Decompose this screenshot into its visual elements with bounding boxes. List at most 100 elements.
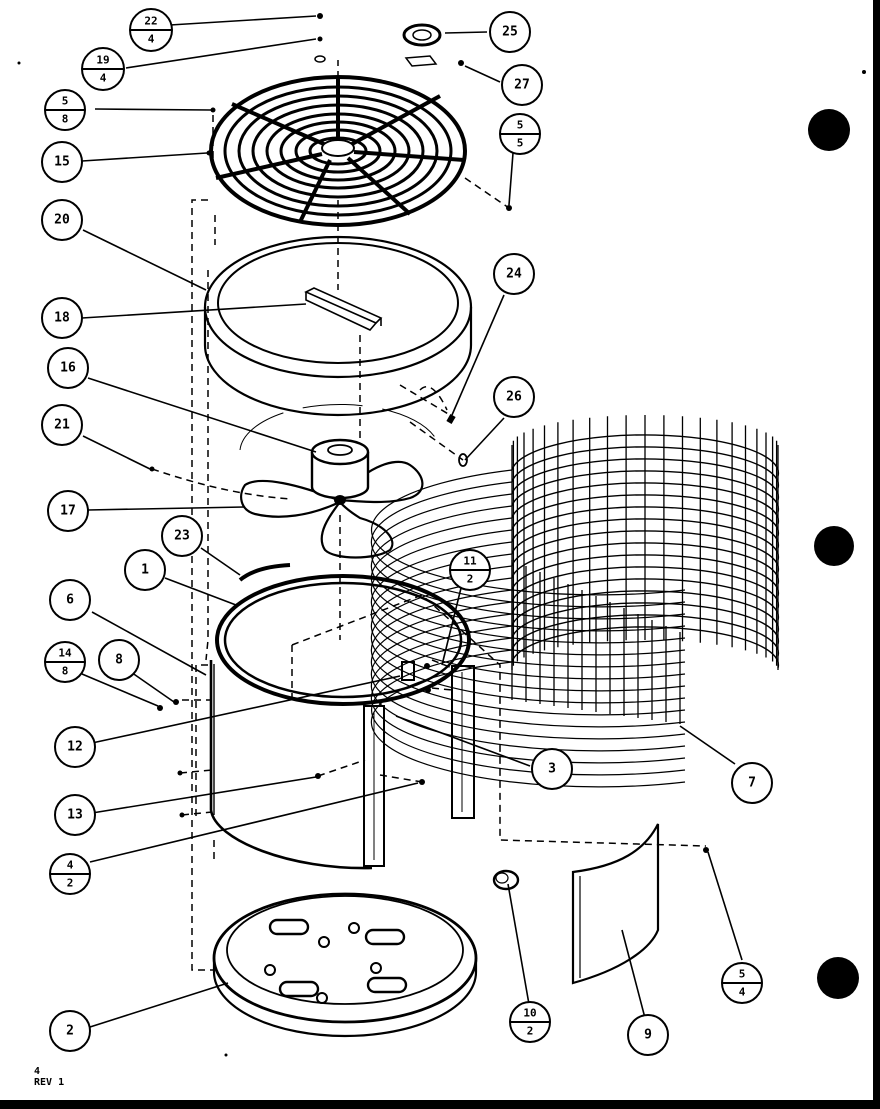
coil-fin-ring-front: [370, 517, 686, 644]
coil-fin-ring: [511, 434, 780, 477]
coil-fin-ring: [511, 542, 780, 585]
callout-18: 18: [41, 297, 83, 339]
coil-fin-ring: [511, 494, 780, 537]
callout-3: 3: [531, 748, 573, 790]
leader-lines: [81, 15, 743, 1028]
coil-fin-ring: [511, 614, 780, 657]
svg-text:3: 3: [548, 762, 556, 777]
svg-text:19: 19: [96, 54, 109, 67]
revision-label: REV 1: [34, 1077, 65, 1088]
base-pan: [212, 892, 478, 1038]
coil-fin-ring-front: [370, 565, 686, 692]
coil-fin-ring-front: [370, 529, 686, 656]
svg-text:8: 8: [62, 113, 69, 126]
svg-text:4: 4: [100, 72, 107, 85]
plug-part-10: [492, 869, 520, 891]
page-number: 4: [34, 1066, 41, 1077]
callout-11-over-2: 11 2: [449, 549, 491, 591]
coil-fin-ring: [511, 590, 780, 633]
motor-bracket: [304, 287, 383, 331]
svg-text:8: 8: [62, 665, 69, 678]
svg-text:25: 25: [502, 25, 518, 40]
callout-9: 9: [627, 1014, 669, 1056]
svg-text:14: 14: [58, 647, 72, 660]
coil-fin-ring: [511, 518, 780, 561]
svg-text:26: 26: [506, 390, 522, 405]
coil-fin-ring: [511, 554, 780, 597]
svg-text:12: 12: [67, 740, 83, 755]
cabinet-top-ring: [215, 563, 471, 706]
callout-27: 27: [501, 64, 543, 106]
callout-24: 24: [493, 253, 535, 295]
coil-fin-ring-front: [370, 553, 686, 680]
coil-fin-ring-front: [370, 481, 686, 608]
callout-12: 12: [54, 726, 96, 768]
callout-2: 2: [49, 1010, 91, 1052]
coil-fin-ring-front: [370, 589, 686, 716]
svg-text:4: 4: [739, 986, 746, 999]
svg-text:2: 2: [467, 573, 474, 586]
access-panel: [571, 823, 660, 985]
coil-fin-ring-front: [370, 505, 686, 632]
callout-23: 23: [161, 515, 203, 557]
binder-hole-top: [808, 109, 850, 151]
svg-text:8: 8: [115, 653, 123, 668]
coil-fin-ring: [511, 566, 780, 609]
svg-text:15: 15: [54, 155, 70, 170]
coil-fin-ring-front: [370, 649, 686, 776]
svg-text:20: 20: [54, 213, 70, 228]
part-25-gasket: [402, 23, 442, 67]
coil-fin-ring-front: [370, 493, 686, 620]
svg-text:16: 16: [60, 361, 76, 376]
callout-1: 1: [124, 549, 166, 591]
svg-text:24: 24: [506, 267, 522, 282]
svg-text:9: 9: [644, 1028, 652, 1043]
frame-bottom-border: [0, 1100, 880, 1109]
callout-5-over-8: 5 8: [44, 89, 86, 131]
coil-fin-ring-front: [370, 601, 686, 728]
coil-fin-ring-front: [370, 625, 686, 752]
coil-fin-ring: [511, 530, 780, 573]
svg-text:21: 21: [54, 418, 70, 433]
svg-text:6: 6: [66, 593, 74, 608]
coil-fin-ring: [511, 482, 780, 525]
callout-16: 16: [47, 347, 89, 389]
svg-text:13: 13: [67, 808, 83, 823]
callout-19-over-4: 19 4: [81, 47, 125, 91]
callout-22-over-4: 22 4: [129, 8, 173, 52]
svg-text:4: 4: [67, 859, 74, 872]
binder-hole-bottom: [817, 957, 859, 999]
callout-5-over-4: 5 4: [721, 962, 763, 1004]
callout-13: 13: [54, 794, 96, 836]
coil-fin-ring-front: [370, 613, 686, 740]
condenser-coil: [370, 415, 780, 788]
svg-text:7: 7: [748, 776, 756, 791]
fan-motor: [310, 438, 370, 505]
svg-text:5: 5: [739, 968, 746, 981]
callout-10-over-2: 10 2: [509, 1001, 551, 1043]
svg-text:5: 5: [517, 119, 524, 132]
svg-text:27: 27: [514, 78, 530, 93]
svg-text:18: 18: [54, 311, 70, 326]
svg-text:5: 5: [62, 95, 69, 108]
svg-text:4: 4: [148, 33, 155, 46]
svg-text:23: 23: [174, 529, 190, 544]
coil-fin-ring: [511, 458, 780, 501]
coil-fin-ring-front: [370, 469, 686, 596]
coil-fin-ring: [511, 578, 780, 621]
callout-8: 8: [98, 639, 140, 681]
coil-fin-ring: [511, 626, 780, 669]
svg-text:5: 5: [517, 137, 524, 150]
callout-6: 6: [49, 579, 91, 621]
svg-text:10: 10: [523, 1007, 536, 1020]
svg-text:2: 2: [527, 1025, 534, 1038]
coil-fin-ring: [511, 470, 780, 513]
coil-fin-ring-front: [370, 577, 686, 704]
coil-fin-ring: [511, 446, 780, 489]
callout-15: 15: [41, 141, 83, 183]
callout-17: 17: [47, 490, 89, 532]
coil-fin-ring: [511, 602, 780, 645]
coil-fin-ring: [511, 506, 780, 549]
callout-26: 26: [493, 376, 535, 418]
